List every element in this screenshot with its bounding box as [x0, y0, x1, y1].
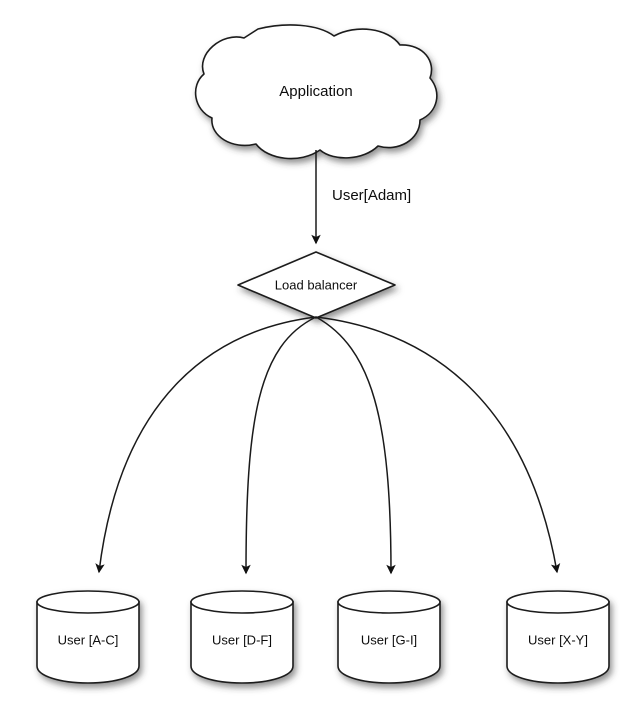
edge-application-to-balancer: User[Adam] — [311, 150, 411, 245]
edge-line-balancer-db-4 — [315, 316, 561, 574]
edge-balancer-to-databases — [95, 316, 561, 575]
cylinder-body-1 — [36, 601, 140, 684]
node-database-3[interactable]: User [G-I] — [337, 590, 441, 684]
node-database-4[interactable]: User [X-Y] — [506, 590, 610, 684]
cylinder-top-3 — [337, 590, 441, 614]
diamond-shape — [237, 251, 396, 319]
database-label-2: User [D-F] — [212, 632, 272, 647]
edge-line-balancer-db-3 — [315, 316, 396, 575]
database-label-1: User [A-C] — [58, 632, 119, 647]
database-label-4: User [X-Y] — [528, 632, 588, 647]
database-label-3: User [G-I] — [361, 632, 417, 647]
cylinder-body-2 — [190, 601, 294, 684]
cylinder-body-3 — [337, 601, 441, 684]
edge-line-balancer-db-1 — [95, 316, 317, 574]
node-application-cloud[interactable]: Application — [194, 24, 438, 160]
node-load-balancer[interactable]: Load balancer — [237, 251, 396, 319]
cylinder-top-2 — [190, 590, 294, 614]
cloud-label: Application — [279, 83, 352, 100]
cylinder-top-1 — [36, 590, 140, 614]
edge-line-balancer-db-2 — [241, 316, 317, 575]
node-database-2[interactable]: User [D-F] — [190, 590, 294, 684]
edge-label-user-adam: User[Adam] — [332, 187, 411, 204]
cylinder-top-4 — [506, 590, 610, 614]
node-database-1[interactable]: User [A-C] — [36, 590, 140, 684]
cylinder-body-4 — [506, 601, 610, 684]
load-balancer-label: Load balancer — [275, 277, 358, 292]
cloud-shape — [194, 24, 438, 160]
